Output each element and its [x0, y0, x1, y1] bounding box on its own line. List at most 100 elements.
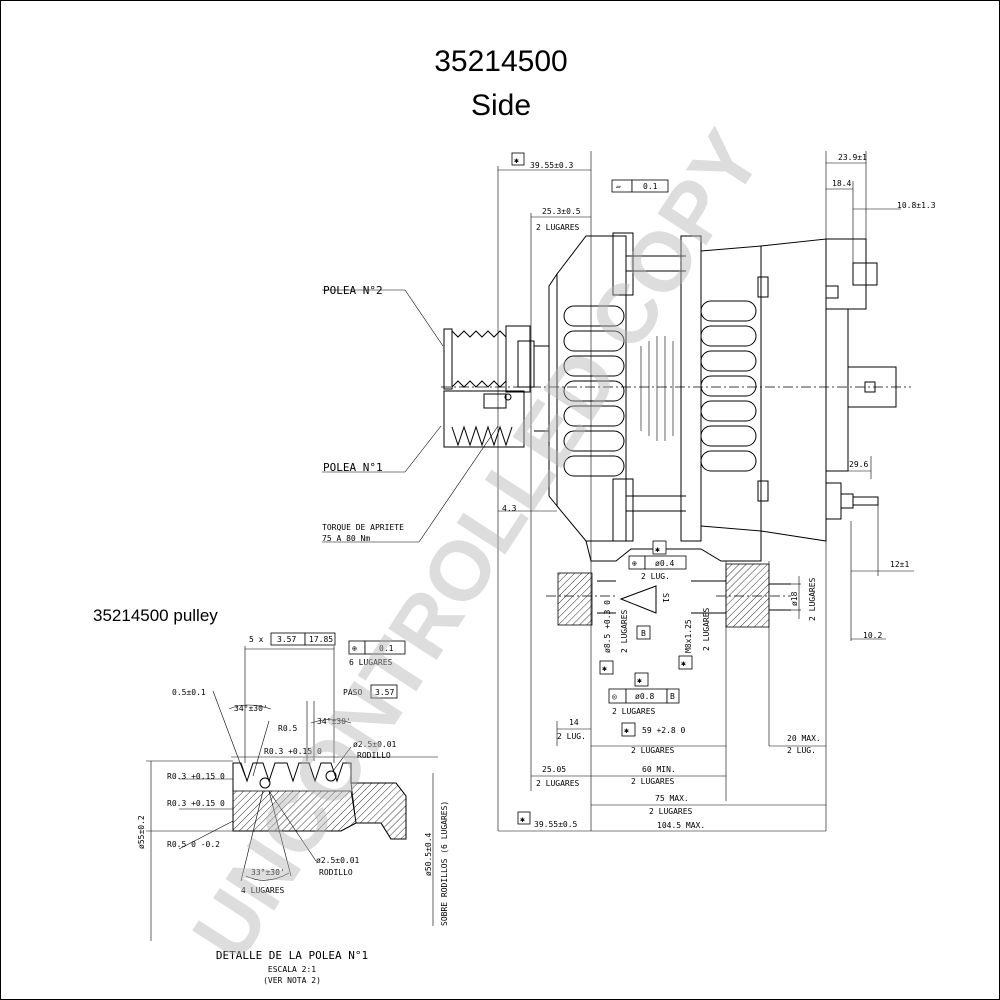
dim-pos-04: ø0.4 — [655, 559, 674, 568]
dim-18-note: 2 LUGARES — [808, 577, 817, 621]
dim-20-note: 2 LUG. — [787, 746, 816, 755]
paso-label: PASO — [343, 688, 362, 697]
concentricity-icon: ◎ — [612, 692, 617, 701]
uncontrolled-copy-watermark: UNCONTROLLED COPY — [174, 115, 779, 976]
angle-33-note: 4 LUGARES — [241, 886, 285, 895]
r05-top: R0.5 — [278, 724, 297, 733]
r03-c: R0.3 +0.15 0 — [167, 799, 225, 808]
polea1-callout: POLEA N°1 — [323, 461, 383, 474]
dim-23-9: 23.9±1 — [838, 153, 867, 162]
dim-12: 12±1 — [890, 560, 909, 569]
dim-14: 14 — [569, 718, 579, 727]
r05-bottom: R0.5 0 -0.2 — [167, 840, 220, 849]
detail-note: (VER NOTA 2) — [263, 976, 321, 985]
datum-b-label: B — [641, 629, 646, 638]
dim-104-5: 104.5 MAX. — [657, 821, 705, 830]
cooling-fins-rear — [563, 305, 625, 477]
dim-25-3: 25.3±0.5 — [542, 207, 581, 216]
pitch-total: 17.85 — [309, 635, 333, 644]
torque-callout-line1: TORQUE DE APRIETE — [322, 523, 404, 532]
pitch-count: 5 x — [249, 635, 264, 644]
cooling-fins-front — [700, 300, 757, 472]
dim-60: 60 MIN. — [642, 765, 676, 774]
critical-asterisk-icon: ✱ — [520, 815, 525, 824]
dim-8-5: ø8.5 +0.3 0 — [603, 600, 612, 653]
dim-18-4: 18.4 — [832, 179, 851, 188]
dim-m8-note: 2 LUGARES — [702, 607, 711, 651]
roller-top — [325, 770, 337, 782]
detail-caption: DETALLE DE LA POLEA N°1 — [216, 949, 368, 962]
dim-60-note: 2 LUGARES — [631, 777, 675, 786]
paso-value: 3.57 — [375, 688, 394, 697]
pulley-2 — [443, 325, 535, 393]
dia-55: ø55±0.2 — [137, 815, 146, 849]
dim-0-5: 0.5±0.1 — [172, 688, 206, 697]
dim-s1: S1 — [661, 593, 670, 603]
angle-34-left: 34°±30' — [234, 704, 268, 713]
dim-conc-note: 2 LUGARES — [612, 707, 656, 716]
position-icon: ⊕ — [352, 644, 357, 653]
critical-asterisk-icon: ✱ — [514, 156, 519, 165]
dia-25-bottom: ø2.5±0.01 — [316, 856, 360, 865]
alternator-side-view: POLEA N°2 POLEA N°1 TORQUE DE APRIETE 75… — [322, 151, 936, 832]
connector-block — [825, 238, 897, 520]
dim-39-55-bottom: 39.55±0.5 — [534, 820, 578, 829]
pos-tol: 0.1 — [379, 644, 394, 653]
flatness-icon: ▱ — [616, 182, 621, 191]
dia-50-5: ø50.5±0.4 — [424, 832, 433, 876]
dim-18-dia: ø18 — [790, 591, 799, 606]
dim-29-6: 29.6 — [849, 460, 868, 469]
dim-75-note: 2 LUGARES — [649, 807, 693, 816]
pulley-heading: 35214500 pulley — [93, 606, 218, 625]
angle-33: 33°±30' — [251, 868, 285, 877]
drawing-title: 35214500 — [434, 45, 568, 78]
pos-note: 6 LUGARES — [349, 658, 393, 667]
dim-39-55-top: 39.55±0.3 — [530, 161, 574, 170]
r03-a: R0.3 +0.15 0 — [264, 747, 322, 756]
critical-asterisk-icon: ✱ — [681, 659, 686, 668]
dim-conc-08: ø0.8 — [635, 692, 654, 701]
mount-boss-right — [725, 563, 770, 628]
roller-bottom — [259, 777, 271, 789]
dim-59-note: 2 LUGARES — [631, 746, 675, 755]
dia-25-top: ø2.5±0.01 — [353, 740, 397, 749]
dim-75: 75 MAX. — [655, 794, 689, 803]
rodillo-top: RODILLO — [357, 751, 391, 760]
dim-flatness: 0.1 — [643, 182, 658, 191]
r03-b: R0.3 +0.15 0 — [167, 772, 225, 781]
dim-20: 20 MAX. — [787, 734, 821, 743]
dim-59: 59 +2.8 0 — [642, 726, 686, 735]
pulley-section-hatch — [232, 790, 357, 832]
dim-4-3: 4.3 — [502, 504, 517, 513]
critical-asterisk-icon: ✱ — [637, 676, 642, 685]
detail-scale: ESCALA 2:1 — [268, 965, 316, 974]
dim-pos-note: 2 LUG. — [641, 572, 670, 581]
dia-50-5-note: SOBRE RODILLOS (6 LUGARES) — [440, 801, 449, 926]
fan-blades — [640, 336, 674, 441]
polea2-callout: POLEA N°2 — [323, 284, 383, 297]
dim-25-3-note: 2 LUGARES — [536, 223, 580, 232]
critical-asterisk-icon: ✱ — [655, 545, 660, 554]
dim-25-05: 25.05 — [542, 765, 566, 774]
rear-housing — [548, 232, 686, 542]
pulley-detail: 35214500 pulley — [93, 606, 449, 985]
dim-10-8: 10.8±1.3 — [897, 201, 936, 210]
dim-25-05-note: 2 LUGARES — [536, 779, 580, 788]
rodillo-bottom: RODILLO — [319, 868, 353, 877]
drawing-subtitle: Side — [470, 89, 532, 122]
dim-conc-ref: B — [670, 692, 675, 701]
pitch-value: 3.57 — [277, 635, 296, 644]
surface-finish-icon — [619, 585, 657, 614]
dim-14-note: 2 LUG. — [557, 732, 586, 741]
torque-callout-line2: 75 A 80 Nm — [322, 534, 370, 543]
angle-34-right: 34°±30' — [317, 717, 351, 726]
position-icon: ⊕ — [632, 559, 637, 568]
dim-m8: M8x1.25 — [684, 619, 693, 653]
critical-asterisk-icon: ✱ — [624, 726, 629, 735]
critical-asterisk-icon: ✱ — [602, 664, 607, 673]
mount-boss-left — [557, 572, 593, 626]
dim-10-2: 10.2 — [863, 631, 882, 640]
dim-8-5-note: 2 LUGARES — [620, 609, 629, 653]
